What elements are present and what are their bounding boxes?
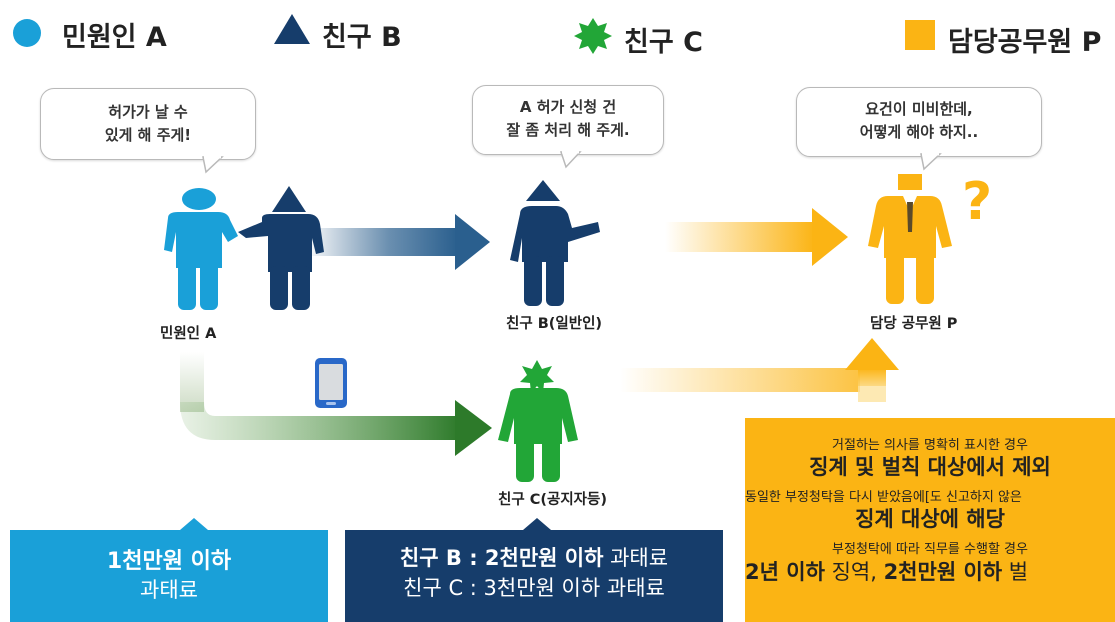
official-case1-condition: 거절하는 의사를 명확히 표시한 경우	[832, 438, 1028, 453]
legend-square-icon	[905, 20, 935, 50]
bubble-official-line2: 어떻게 해야 하지..	[859, 123, 979, 141]
arrow-to-friend-c	[180, 352, 492, 456]
bubble-friend-b-tail	[560, 151, 582, 169]
penalty-applicant-type: 과태료	[140, 578, 198, 602]
penalty-box-friends: 친구 B : 2천만원 이하 과태료 친구 C : 3천만원 이하 과태료	[345, 530, 723, 622]
official-case3-tail: 벌	[1002, 560, 1029, 584]
label-applicant: 민원인 A	[160, 326, 217, 342]
penalty-friend-c: 친구 C : 3천만원 이하 과태료	[403, 576, 665, 600]
speech-bubble-applicant: 허가가 날 수 있게 해 주게!	[40, 88, 256, 160]
official-case3-result: 2년 이하 징역, 2천만원 이하 벌	[745, 558, 1115, 586]
penalty-box-official: 거절하는 의사를 명확히 표시한 경우 징계 및 벌칙 대상에서 제외 동일한 …	[745, 418, 1115, 622]
label-official: 담당 공무원 P	[870, 316, 958, 332]
bubble-applicant-line1: 허가가 날 수	[108, 103, 188, 121]
penalty-friend-b-amount: 2천만원 이하	[484, 546, 604, 570]
official-p-figure	[868, 174, 952, 304]
penalty-friend-b: 친구 B : 2천만원 이하 과태료	[345, 543, 723, 573]
penalty-friend-b-suffix: 과태료	[603, 546, 669, 570]
arrow-to-official	[665, 208, 848, 266]
official-case3-mid: 징역,	[824, 560, 884, 584]
legend-triangle-icon	[274, 14, 310, 44]
bubble-official-line1: 요건이 미비한데,	[865, 100, 973, 118]
legend-official: 담당공무원 P	[948, 27, 1102, 58]
official-case2-condition: 동일한 부정청탁을 다시 받았음에[도 신고하지 않은	[745, 490, 1022, 505]
bubble-applicant-tail	[202, 156, 224, 174]
legend-friend-c: 친구 C	[624, 27, 703, 58]
applicant-a-figure	[164, 188, 238, 310]
friend-b-figure	[510, 180, 600, 306]
label-friend-c: 친구 C(공지자등)	[498, 492, 607, 508]
legend-star-icon	[574, 18, 612, 54]
official-case3-fine: 2천만원 이하	[883, 560, 1003, 584]
question-mark: ?	[962, 172, 993, 232]
bubble-friend-b-line1: A 허가 신청 건	[519, 98, 617, 116]
bubble-applicant-line2: 있게 해 주게!	[104, 126, 192, 144]
box-a-notch	[180, 518, 208, 530]
phone-icon	[315, 358, 347, 408]
legend-friend-b: 친구 B	[322, 22, 402, 53]
bubble-official-tail	[920, 153, 942, 171]
penalty-friend-b-prefix: 친구 B :	[399, 546, 485, 570]
bubble-friend-b-line2: 잘 좀 처리 해 주게.	[506, 121, 630, 139]
speech-bubble-friend-b: A 허가 신청 건 잘 좀 처리 해 주게.	[472, 85, 664, 155]
penalty-box-applicant: 1천만원 이하 과태료	[10, 530, 328, 622]
speech-bubble-official: 요건이 미비한데, 어떻게 해야 하지..	[796, 87, 1042, 157]
box-friends-notch	[523, 518, 551, 530]
legend-applicant: 민원인 A	[62, 22, 167, 53]
friend-b-figure-handshake	[238, 186, 324, 310]
official-case2-result: 징계 대상에 해당	[855, 507, 1005, 531]
label-friend-b: 친구 B(일반인)	[506, 316, 603, 332]
official-case3-prison: 2년 이하	[745, 560, 825, 584]
arrow-to-friend-b	[305, 214, 490, 270]
arrow-c-to-official	[620, 338, 899, 402]
friend-c-figure	[498, 360, 578, 482]
penalty-applicant-amount: 1천만원 이하	[106, 549, 232, 574]
official-case1-result: 징계 및 벌칙 대상에서 제외	[809, 455, 1051, 479]
legend-circle-icon	[13, 19, 41, 47]
official-case3-condition: 부정청탁에 따라 직무를 수행할 경우	[832, 542, 1028, 557]
